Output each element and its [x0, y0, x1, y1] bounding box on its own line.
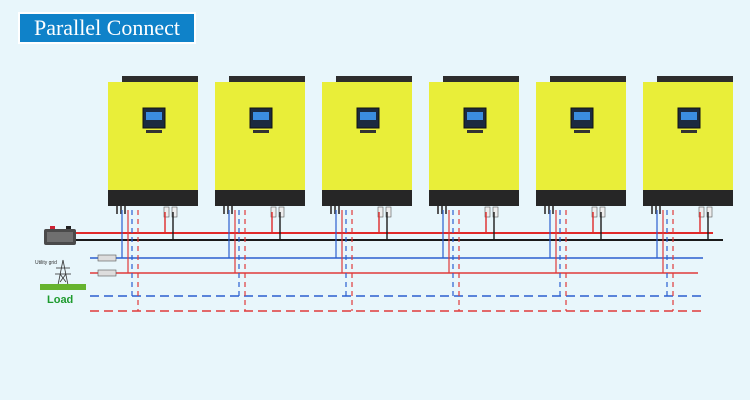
- terminal: [120, 206, 122, 214]
- control-buttons: [253, 130, 269, 133]
- breaker-icon: [97, 254, 117, 277]
- inverter-body: [536, 82, 626, 192]
- inverter-body: [108, 82, 198, 192]
- breaker-switch: [599, 206, 606, 218]
- breaker-switch: [492, 206, 499, 218]
- terminal: [223, 206, 225, 214]
- breaker-switch: [377, 206, 384, 218]
- lcd-display: [253, 112, 269, 120]
- load-label: Load: [47, 294, 74, 306]
- lcd-display: [467, 112, 483, 120]
- terminal: [330, 206, 332, 214]
- page-title: Parallel Connect: [18, 12, 196, 44]
- inverter-body: [322, 82, 412, 192]
- wiring-group: [76, 210, 723, 312]
- utility-grid-label: Utility grid: [35, 260, 57, 266]
- terminal: [651, 206, 653, 214]
- inverter-body: [429, 82, 519, 192]
- control-buttons: [681, 130, 697, 133]
- battery-icon: [44, 226, 76, 245]
- terminal: [116, 206, 118, 214]
- control-buttons: [360, 130, 376, 133]
- inverter-body: [643, 82, 733, 192]
- terminal: [659, 206, 661, 214]
- terminal: [124, 206, 126, 214]
- control-buttons: [146, 130, 162, 133]
- grass-icon: [40, 284, 86, 290]
- inverter-base: [536, 190, 626, 206]
- inverter-base: [429, 190, 519, 206]
- terminal: [338, 206, 340, 214]
- inverter-base: [322, 190, 412, 206]
- inverter-unit: [643, 76, 733, 218]
- breaker-switch: [706, 206, 713, 218]
- terminal: [445, 206, 447, 214]
- terminal: [334, 206, 336, 214]
- breaker-switch: [163, 206, 170, 218]
- breaker-switch: [698, 206, 705, 218]
- inverter-unit: [429, 76, 519, 218]
- terminal: [552, 206, 554, 214]
- breaker-switch: [270, 206, 277, 218]
- inverter-base: [643, 190, 733, 206]
- inverter-unit: [108, 76, 198, 218]
- lcd-display: [146, 112, 162, 120]
- terminal: [437, 206, 439, 214]
- terminal: [441, 206, 443, 214]
- terminal: [544, 206, 546, 214]
- lcd-display: [360, 112, 376, 120]
- terminal: [231, 206, 233, 214]
- terminal: [227, 206, 229, 214]
- breaker-switch: [278, 206, 285, 218]
- terminal: [655, 206, 657, 214]
- inverter-unit: [536, 76, 626, 218]
- inverter-unit: [215, 76, 305, 218]
- breaker-switch: [484, 206, 491, 218]
- lcd-display: [681, 112, 697, 120]
- inverter-base: [215, 190, 305, 206]
- breaker-switch: [591, 206, 598, 218]
- control-buttons: [467, 130, 483, 133]
- inverter-group: [108, 76, 733, 218]
- inverter-unit: [322, 76, 412, 218]
- breaker-switch: [385, 206, 392, 218]
- lcd-display: [574, 112, 590, 120]
- breaker-switch: [171, 206, 178, 218]
- control-buttons: [574, 130, 590, 133]
- terminal: [548, 206, 550, 214]
- inverter-base: [108, 190, 198, 206]
- inverter-body: [215, 82, 305, 192]
